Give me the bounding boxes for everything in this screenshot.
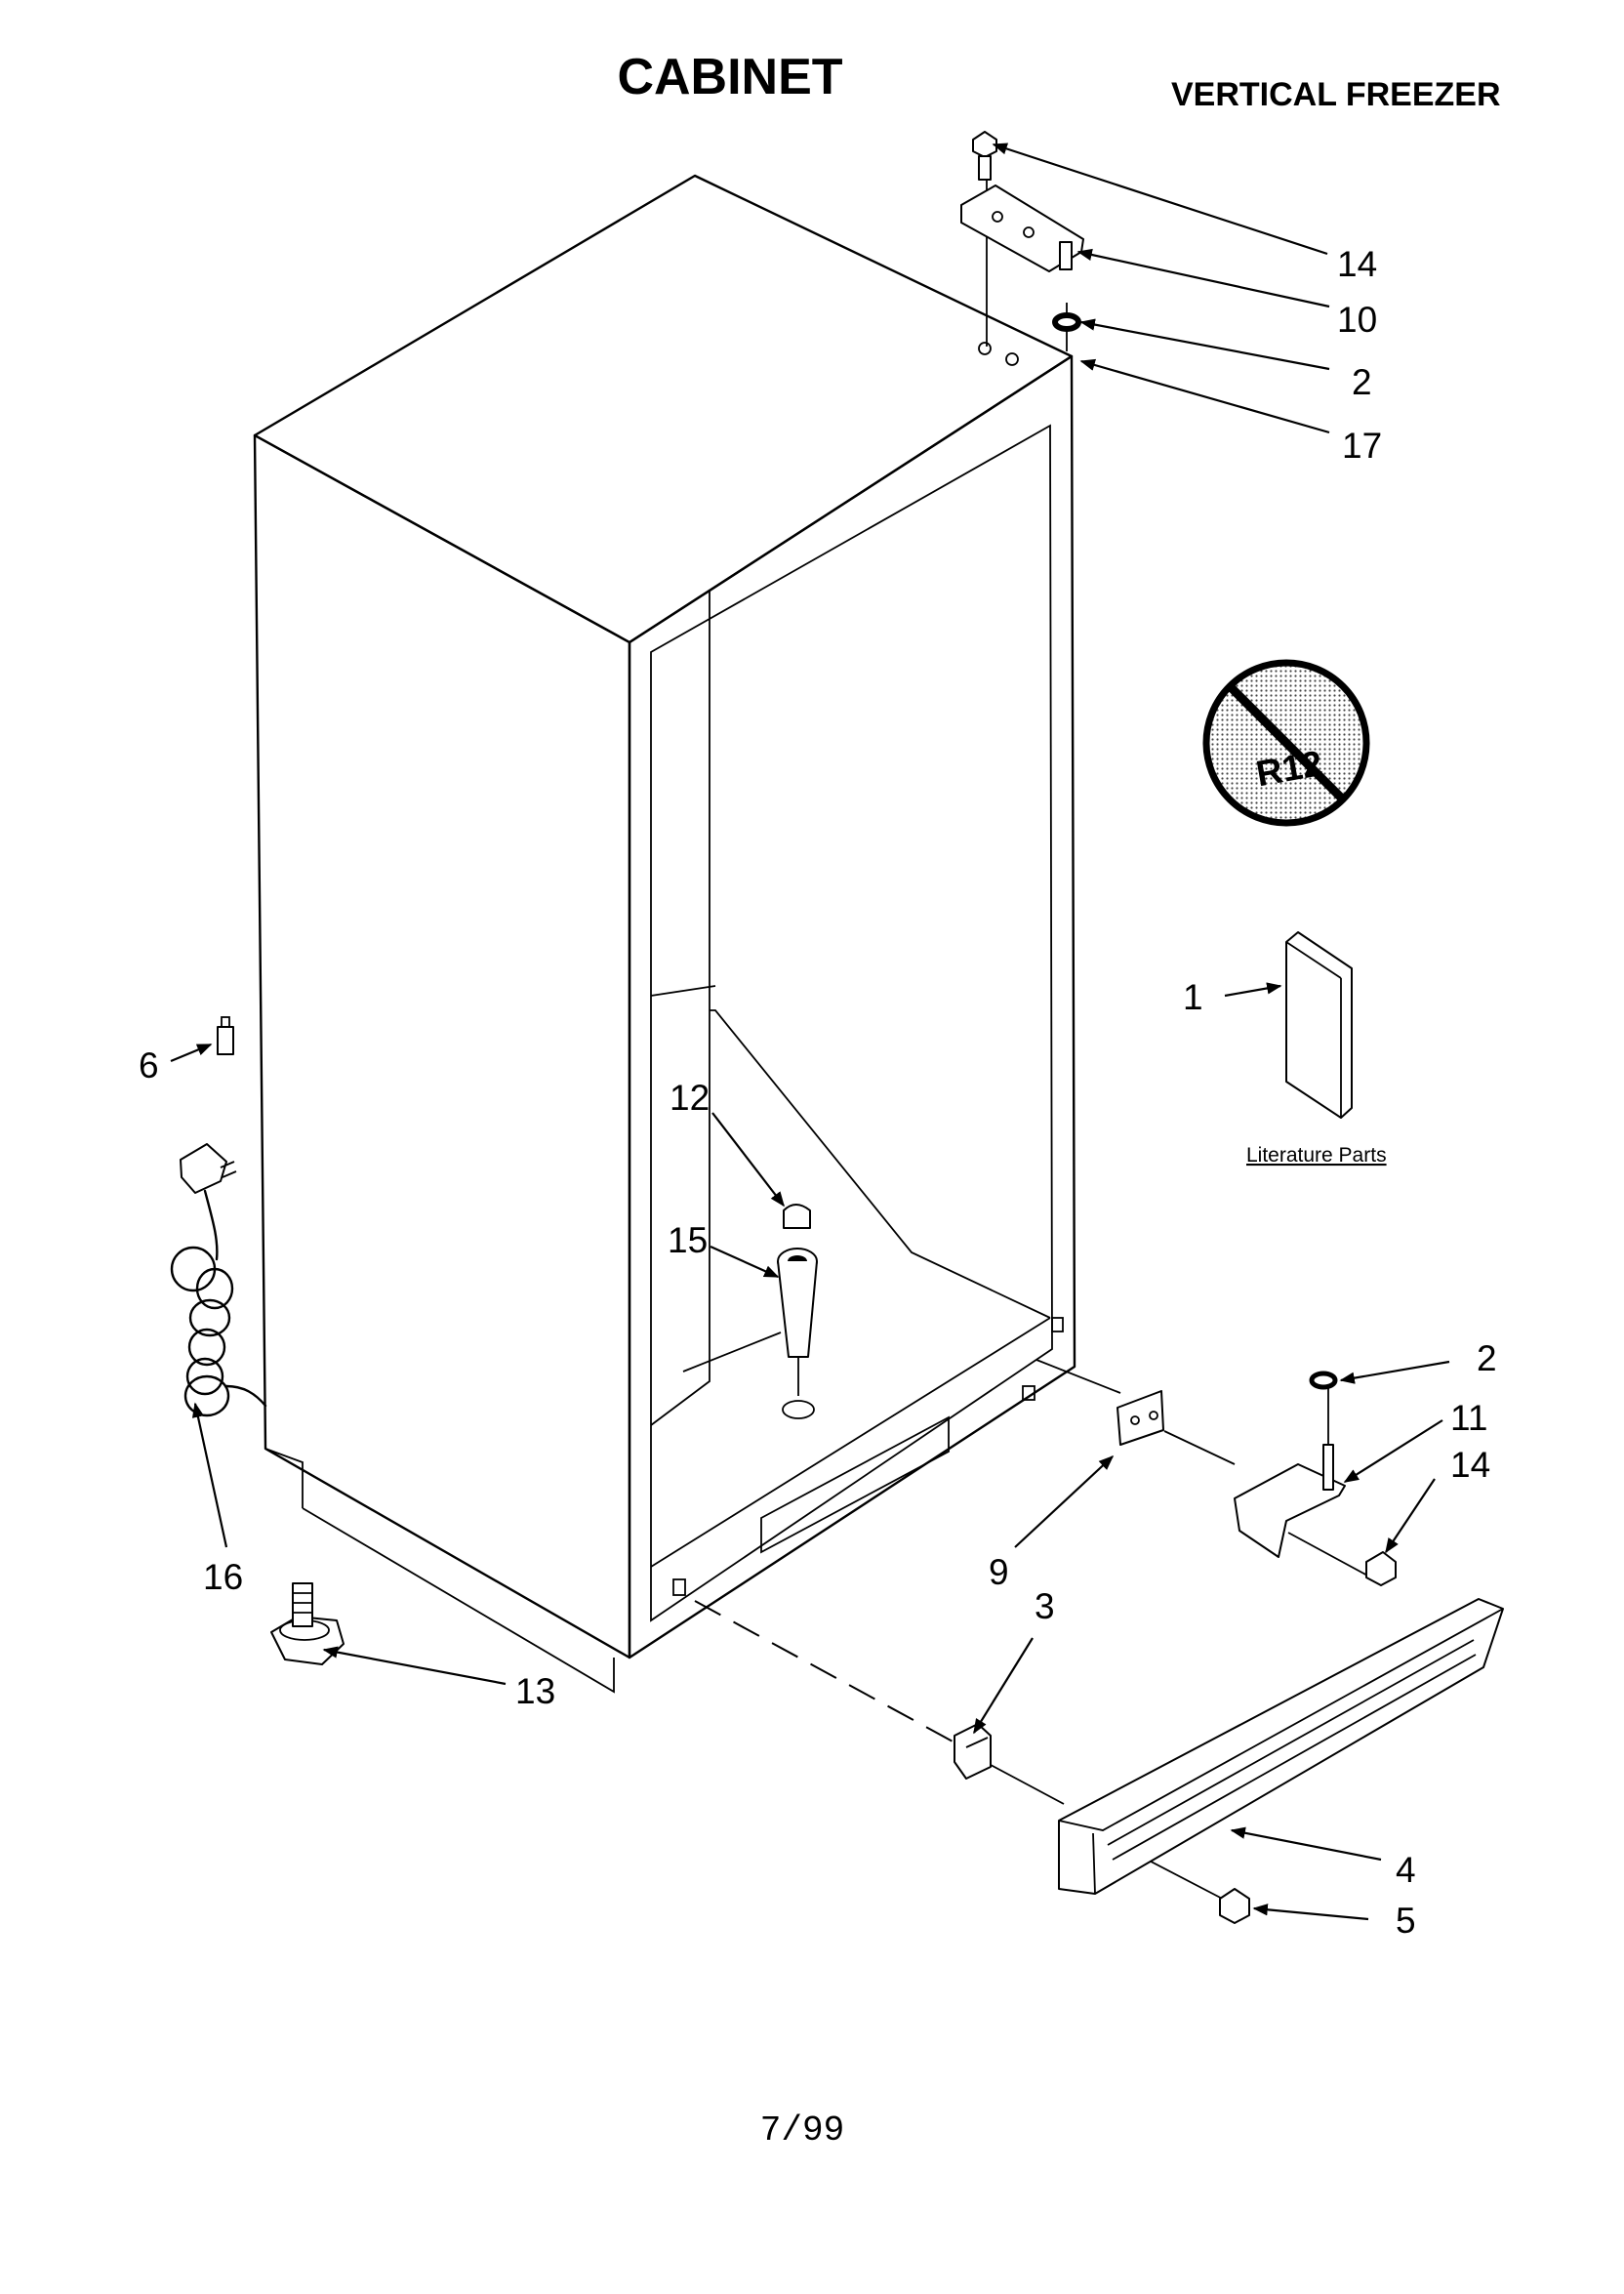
callout-14-top: 14 (1337, 244, 1377, 284)
bottom-hinge-assembly (1035, 1359, 1397, 1586)
callout-11: 11 (1450, 1398, 1487, 1438)
top-hinge-assembly (960, 131, 1084, 351)
page-subtitle: VERTICAL FREEZER (1171, 76, 1501, 113)
callout-12: 12 (670, 1078, 710, 1118)
callout-13: 13 (515, 1671, 555, 1711)
hinge-washer-bottom (1309, 1371, 1338, 1390)
page-code: 7/99 (760, 2110, 844, 2151)
page-title: CABINET (617, 49, 842, 105)
callout-2-top: 2 (1352, 362, 1372, 402)
callout-9: 9 (989, 1552, 1009, 1592)
side-clip (217, 1016, 234, 1055)
callout-6: 6 (139, 1045, 159, 1086)
literature-packet (1285, 931, 1353, 1119)
callout-4: 4 (1396, 1850, 1416, 1890)
leader-lines (170, 143, 1450, 1921)
hinge-screw-bottom (1365, 1551, 1397, 1586)
callout-10: 10 (1337, 300, 1377, 340)
hinge-washer-top (1052, 312, 1081, 332)
callout-3: 3 (1035, 1586, 1055, 1626)
drain-assembly (777, 1204, 818, 1419)
callout-1: 1 (1183, 977, 1203, 1017)
callout-17: 17 (1342, 426, 1382, 466)
alignment-line (694, 1600, 955, 1743)
toe-plate-clip (954, 1723, 992, 1780)
bottom-hinge (1234, 1463, 1346, 1558)
drain-plug (783, 1204, 811, 1229)
cabinet-body (253, 174, 1076, 1694)
power-cord (170, 1143, 267, 1417)
no-r12-badge: R12 (1202, 659, 1370, 827)
bottom-hinge-pin (1322, 1444, 1334, 1491)
hinge-screw-top (972, 131, 997, 181)
toe-plate-grille (1058, 1598, 1504, 1895)
callout-2-bottom: 2 (1477, 1338, 1497, 1378)
grille-screw (1219, 1888, 1250, 1924)
callout-5: 5 (1396, 1901, 1416, 1941)
callout-14-bottom: 14 (1450, 1445, 1490, 1485)
callout-15: 15 (668, 1220, 708, 1260)
callout-16: 16 (203, 1557, 243, 1597)
cord-plug (180, 1143, 227, 1194)
hinge-pin (1059, 241, 1073, 270)
hinge-bracket (1116, 1390, 1164, 1446)
drain-tube (777, 1260, 818, 1358)
literature-caption: Literature Parts (1246, 1144, 1387, 1167)
